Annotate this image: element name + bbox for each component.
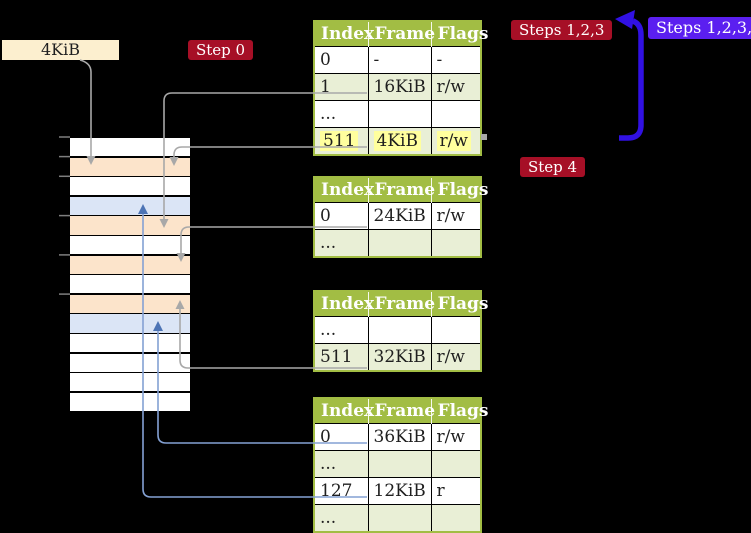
cell-index: 511	[314, 127, 369, 155]
page-table-1: Index Frame Flags 0 - - 1 16KiB r/w ... …	[313, 20, 489, 156]
cell-index: 0	[314, 423, 369, 451]
page-table-3: Index Frame Flags ... 511 32KiB r/w	[313, 290, 489, 372]
highlight-text: 511	[320, 131, 359, 151]
memory-frame-row	[70, 294, 190, 313]
cell-frame	[368, 100, 432, 128]
cell-flags	[431, 100, 481, 128]
table-row: 0 - -	[314, 46, 481, 74]
memory-frame-row	[70, 216, 190, 235]
memory-frame-row	[70, 196, 190, 215]
cell-index: ...	[314, 316, 369, 344]
cell-index: 0	[314, 202, 369, 230]
table-row: ...	[314, 229, 481, 257]
column-header-flags: Flags	[431, 398, 489, 424]
cell-flags: r/w	[431, 343, 481, 371]
memory-frame-row	[70, 392, 190, 411]
cell-index: ...	[314, 450, 369, 478]
cell-flags: r/w	[431, 127, 481, 155]
table-row: 1 16KiB r/w	[314, 73, 481, 101]
cell-flags	[431, 504, 481, 532]
page-table-2: Index Frame Flags 0 24KiB r/w ...	[313, 176, 489, 258]
column-header-index: Index	[314, 177, 374, 203]
cell-flags: r/w	[431, 202, 481, 230]
cell-index: 511	[314, 343, 369, 371]
highlight-text: r/w	[436, 131, 471, 151]
column-header-index: Index	[314, 291, 374, 317]
badge-steps-1-2-3: Steps 1,2,3	[511, 20, 613, 40]
memory-frame-row	[70, 177, 190, 196]
highlight-text: 4KiB	[373, 131, 421, 151]
cell-flags: r/w	[431, 73, 481, 101]
cell-frame: 16KiB	[368, 73, 432, 101]
recursion-arrow-shaft	[619, 18, 644, 141]
column-header-flags: Flags	[431, 291, 489, 317]
page-boundary-ticks	[59, 136, 70, 295]
cell-frame	[368, 450, 432, 478]
table-row: 127 12KiB r	[314, 477, 481, 505]
cell-index: 0	[314, 46, 369, 74]
memory-frame-row	[70, 373, 190, 392]
arrowhead-left-icon	[615, 10, 635, 29]
physical-memory-stack	[70, 137, 190, 412]
cell-frame: -	[368, 46, 432, 74]
cell-index: ...	[314, 229, 369, 257]
table-row: 0 36KiB r/w	[314, 423, 481, 451]
memory-frame-row	[70, 314, 190, 333]
cell-flags	[431, 450, 481, 478]
table-header-row: Index Frame Flags	[314, 291, 489, 317]
cell-flags: r	[431, 477, 481, 505]
memory-frame-row	[70, 138, 190, 157]
table-row: ...	[314, 450, 481, 478]
cell-index: ...	[314, 504, 369, 532]
memory-frame-row	[70, 157, 190, 176]
table-row: 0 24KiB r/w	[314, 202, 481, 230]
column-header-frame: Frame	[368, 291, 435, 317]
cell-index: 1	[314, 73, 369, 101]
page-table-4: Index Frame Flags 0 36KiB r/w ... 127 12…	[313, 397, 489, 533]
badge-steps-1-2-3-4: Steps 1,2,3,4	[648, 17, 751, 39]
table-row-highlighted: 511 4KiB r/w	[314, 127, 481, 155]
memory-frame-row	[70, 255, 190, 274]
free-frame-label: 4KiB	[2, 40, 119, 60]
table-header-row: Index Frame Flags	[314, 21, 489, 47]
table-header-row: Index Frame Flags	[314, 177, 489, 203]
table-header-row: Index Frame Flags	[314, 398, 489, 424]
cell-index: ...	[314, 100, 369, 128]
memory-frame-row	[70, 275, 190, 294]
cell-frame	[368, 229, 432, 257]
cell-frame: 24KiB	[368, 202, 432, 230]
table-row: ...	[314, 316, 481, 344]
table-row: 511 32KiB r/w	[314, 343, 481, 371]
cell-index: 127	[314, 477, 369, 505]
column-header-index: Index	[314, 398, 374, 424]
cell-flags	[431, 229, 481, 257]
cell-frame	[368, 316, 432, 344]
column-header-frame: Frame	[368, 21, 435, 47]
cell-flags: r/w	[431, 423, 481, 451]
column-header-frame: Frame	[368, 398, 435, 424]
cell-frame: 12KiB	[368, 477, 432, 505]
cell-frame: 4KiB	[368, 127, 432, 155]
column-header-flags: Flags	[431, 177, 489, 203]
badge-step-0: Step 0	[188, 40, 254, 60]
cell-flags	[431, 316, 481, 344]
badge-step-4: Step 4	[520, 157, 586, 177]
table-row: ...	[314, 504, 481, 532]
cell-frame: 36KiB	[368, 423, 432, 451]
column-header-frame: Frame	[368, 177, 435, 203]
memory-frame-row	[70, 235, 190, 255]
table-row: ...	[314, 100, 481, 128]
column-header-flags: Flags	[431, 21, 489, 47]
memory-frame-row	[70, 333, 190, 353]
cell-flags: -	[431, 46, 481, 74]
cell-frame: 32KiB	[368, 343, 432, 371]
column-header-index: Index	[314, 21, 374, 47]
recursion-arrow	[615, 10, 644, 141]
memory-frame-row	[70, 353, 190, 372]
cell-frame	[368, 504, 432, 532]
